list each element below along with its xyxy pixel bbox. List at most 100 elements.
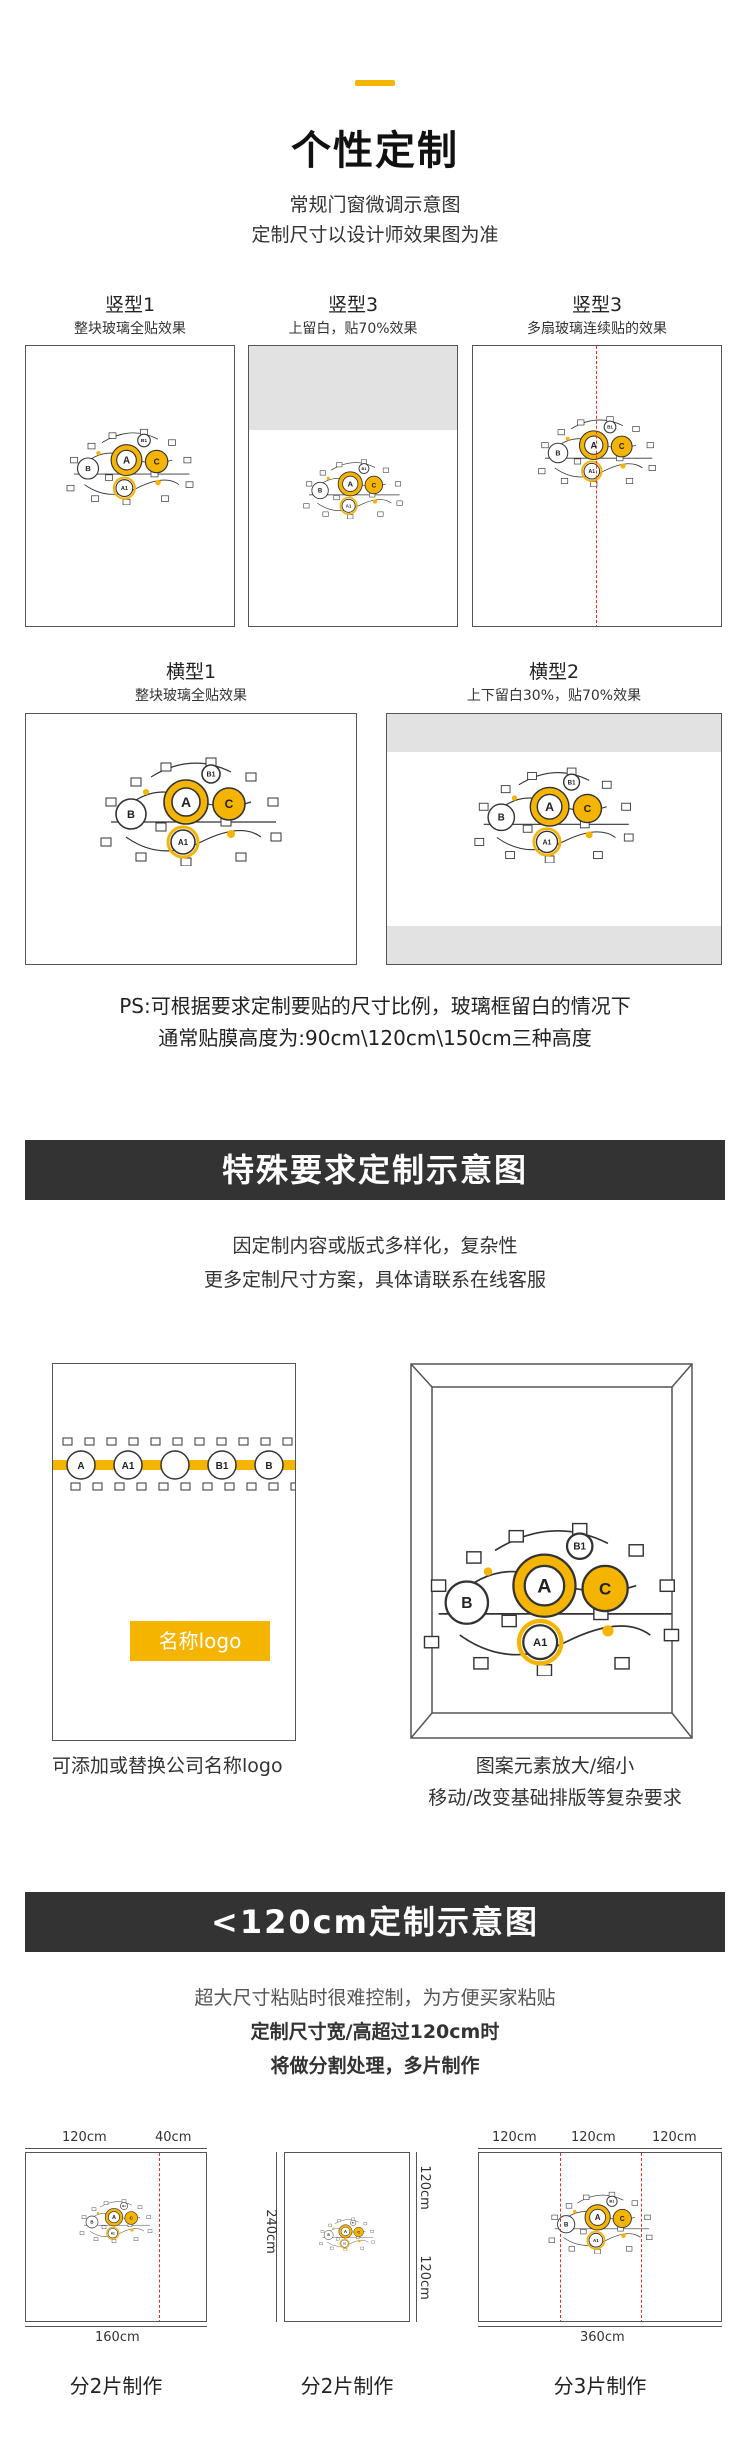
dim-label-40cm: 40cm [155, 2130, 192, 2145]
svg-text:C: C [357, 2230, 360, 2234]
svg-text:B: B [85, 464, 91, 473]
panel-1-title: 竖型1 [104, 294, 156, 316]
svg-text:B1: B1 [609, 2199, 615, 2204]
dim-line [25, 2326, 207, 2327]
blank-top-band [249, 346, 457, 430]
section-banner-size: <120cm定制示意图 [25, 1892, 725, 1952]
panel-2-frame: B A C A1 B1 [248, 345, 458, 627]
dim-line [416, 2152, 417, 2322]
dim-label-360cm: 360cm [580, 2330, 625, 2345]
dim-label-120cm-b: 120cm [571, 2130, 616, 2145]
section2-line-2: 更多定制尺寸方案，具体请联系在线客服 [203, 1269, 546, 1291]
panel-1-caption: 整块玻璃全贴效果 [74, 321, 186, 337]
panel-5-title: 横型2 [528, 661, 580, 683]
company-logo-placeholder: 名称logo [130, 1621, 270, 1661]
section3-line-3: 将做分割处理，多片制作 [270, 2055, 480, 2077]
panel-3-title: 竖型3 [571, 294, 623, 316]
dim-line [25, 2148, 207, 2149]
svg-text:A: A [595, 2213, 601, 2222]
svg-text:B1: B1 [568, 779, 576, 786]
svg-text:A1: A1 [588, 469, 595, 475]
svg-text:B: B [318, 489, 323, 495]
split-example-1-caption: 分2片制作 [69, 2374, 163, 2398]
panel-2-title: 竖型3 [327, 294, 379, 316]
split-guide-line [560, 2153, 561, 2321]
panel-3-caption: 多扇玻璃连续贴的效果 [527, 321, 667, 337]
infographic-svg: B A C A1 B1 [548, 2191, 653, 2255]
dim-label-120cm-top: 120cm [416, 2165, 432, 2210]
svg-text:A1: A1 [346, 503, 352, 508]
subtitle-line-2: 定制尺寸以设计师效果图为准 [251, 224, 499, 246]
svg-text:B: B [461, 1595, 472, 1612]
svg-text:A1: A1 [343, 2243, 347, 2246]
subtitle-line-1: 常规门窗微调示意图 [289, 194, 461, 216]
svg-text:A1: A1 [593, 2238, 599, 2243]
svg-text:B: B [127, 809, 135, 821]
section3-line-2: 定制尺寸宽/高超过120cm时 [250, 2021, 500, 2043]
svg-text:C: C [154, 456, 160, 466]
svg-text:A1: A1 [533, 1637, 547, 1649]
infographic-svg: B A C A1 B1 [303, 459, 403, 520]
svg-text:A: A [123, 456, 130, 467]
infographic-art: B A C A1 B1 [543, 2183, 658, 2258]
section2-line-1: 因定制内容或版式多样化，复杂性 [232, 1235, 518, 1257]
svg-text:B1: B1 [141, 438, 148, 444]
logo-caption: 可添加或替换公司名称logo [52, 1755, 283, 1777]
section-banner-special: 特殊要求定制示意图 [25, 1140, 725, 1200]
svg-text:B: B [265, 1461, 272, 1472]
svg-text:B: B [564, 2221, 569, 2228]
svg-text:A1: A1 [542, 839, 551, 846]
svg-text:C: C [584, 803, 592, 815]
svg-text:B: B [90, 2220, 93, 2225]
svg-text:C: C [620, 2216, 625, 2223]
svg-text:B1: B1 [607, 425, 613, 430]
svg-text:B1: B1 [207, 771, 216, 778]
dim-label-240cm: 240cm [262, 2209, 278, 2254]
svg-text:B1: B1 [362, 467, 368, 471]
svg-text:A1: A1 [122, 1461, 135, 1472]
svg-text:C: C [619, 442, 625, 451]
section3-line-1: 超大尺寸粘贴时很难控制，为方便买家粘贴 [194, 1987, 556, 2009]
svg-text:C: C [371, 482, 376, 489]
svg-text:B: B [498, 813, 505, 824]
blank-bottom-band [387, 926, 721, 964]
infographic-art: B A C A1 B1 [298, 451, 408, 523]
ps-note-line-2: 通常贴膜高度为:90cm\120cm\150cm三种高度 [158, 1026, 592, 1050]
dim-label-120cm-a: 120cm [492, 2130, 537, 2145]
blank-top-band [387, 714, 721, 752]
svg-text:A: A [590, 440, 597, 450]
svg-text:C: C [129, 2216, 133, 2222]
resize-caption-line-1: 图案元素放大/缩小 [475, 1755, 635, 1777]
svg-text:C: C [225, 797, 234, 811]
split-guide-line [159, 2153, 160, 2321]
svg-text:A: A [537, 1576, 551, 1598]
infographic-art: B A C A1 B1 [466, 754, 642, 867]
svg-text:A: A [347, 480, 353, 489]
svg-text:A: A [545, 800, 554, 814]
split-example-3-caption: 分3片制作 [553, 2374, 647, 2398]
split-guide-line [596, 346, 597, 626]
svg-text:C: C [599, 1579, 611, 1598]
dim-label-160cm: 160cm [95, 2330, 140, 2345]
split-example-2-caption: 分2片制作 [300, 2374, 394, 2398]
panel-5-frame: B A C A1 B1 [386, 713, 722, 965]
svg-text:B1: B1 [352, 2223, 356, 2225]
ps-note-line-1: PS:可根据要求定制要贴的尺寸比例，玻璃框留白的情况下 [119, 994, 631, 1018]
